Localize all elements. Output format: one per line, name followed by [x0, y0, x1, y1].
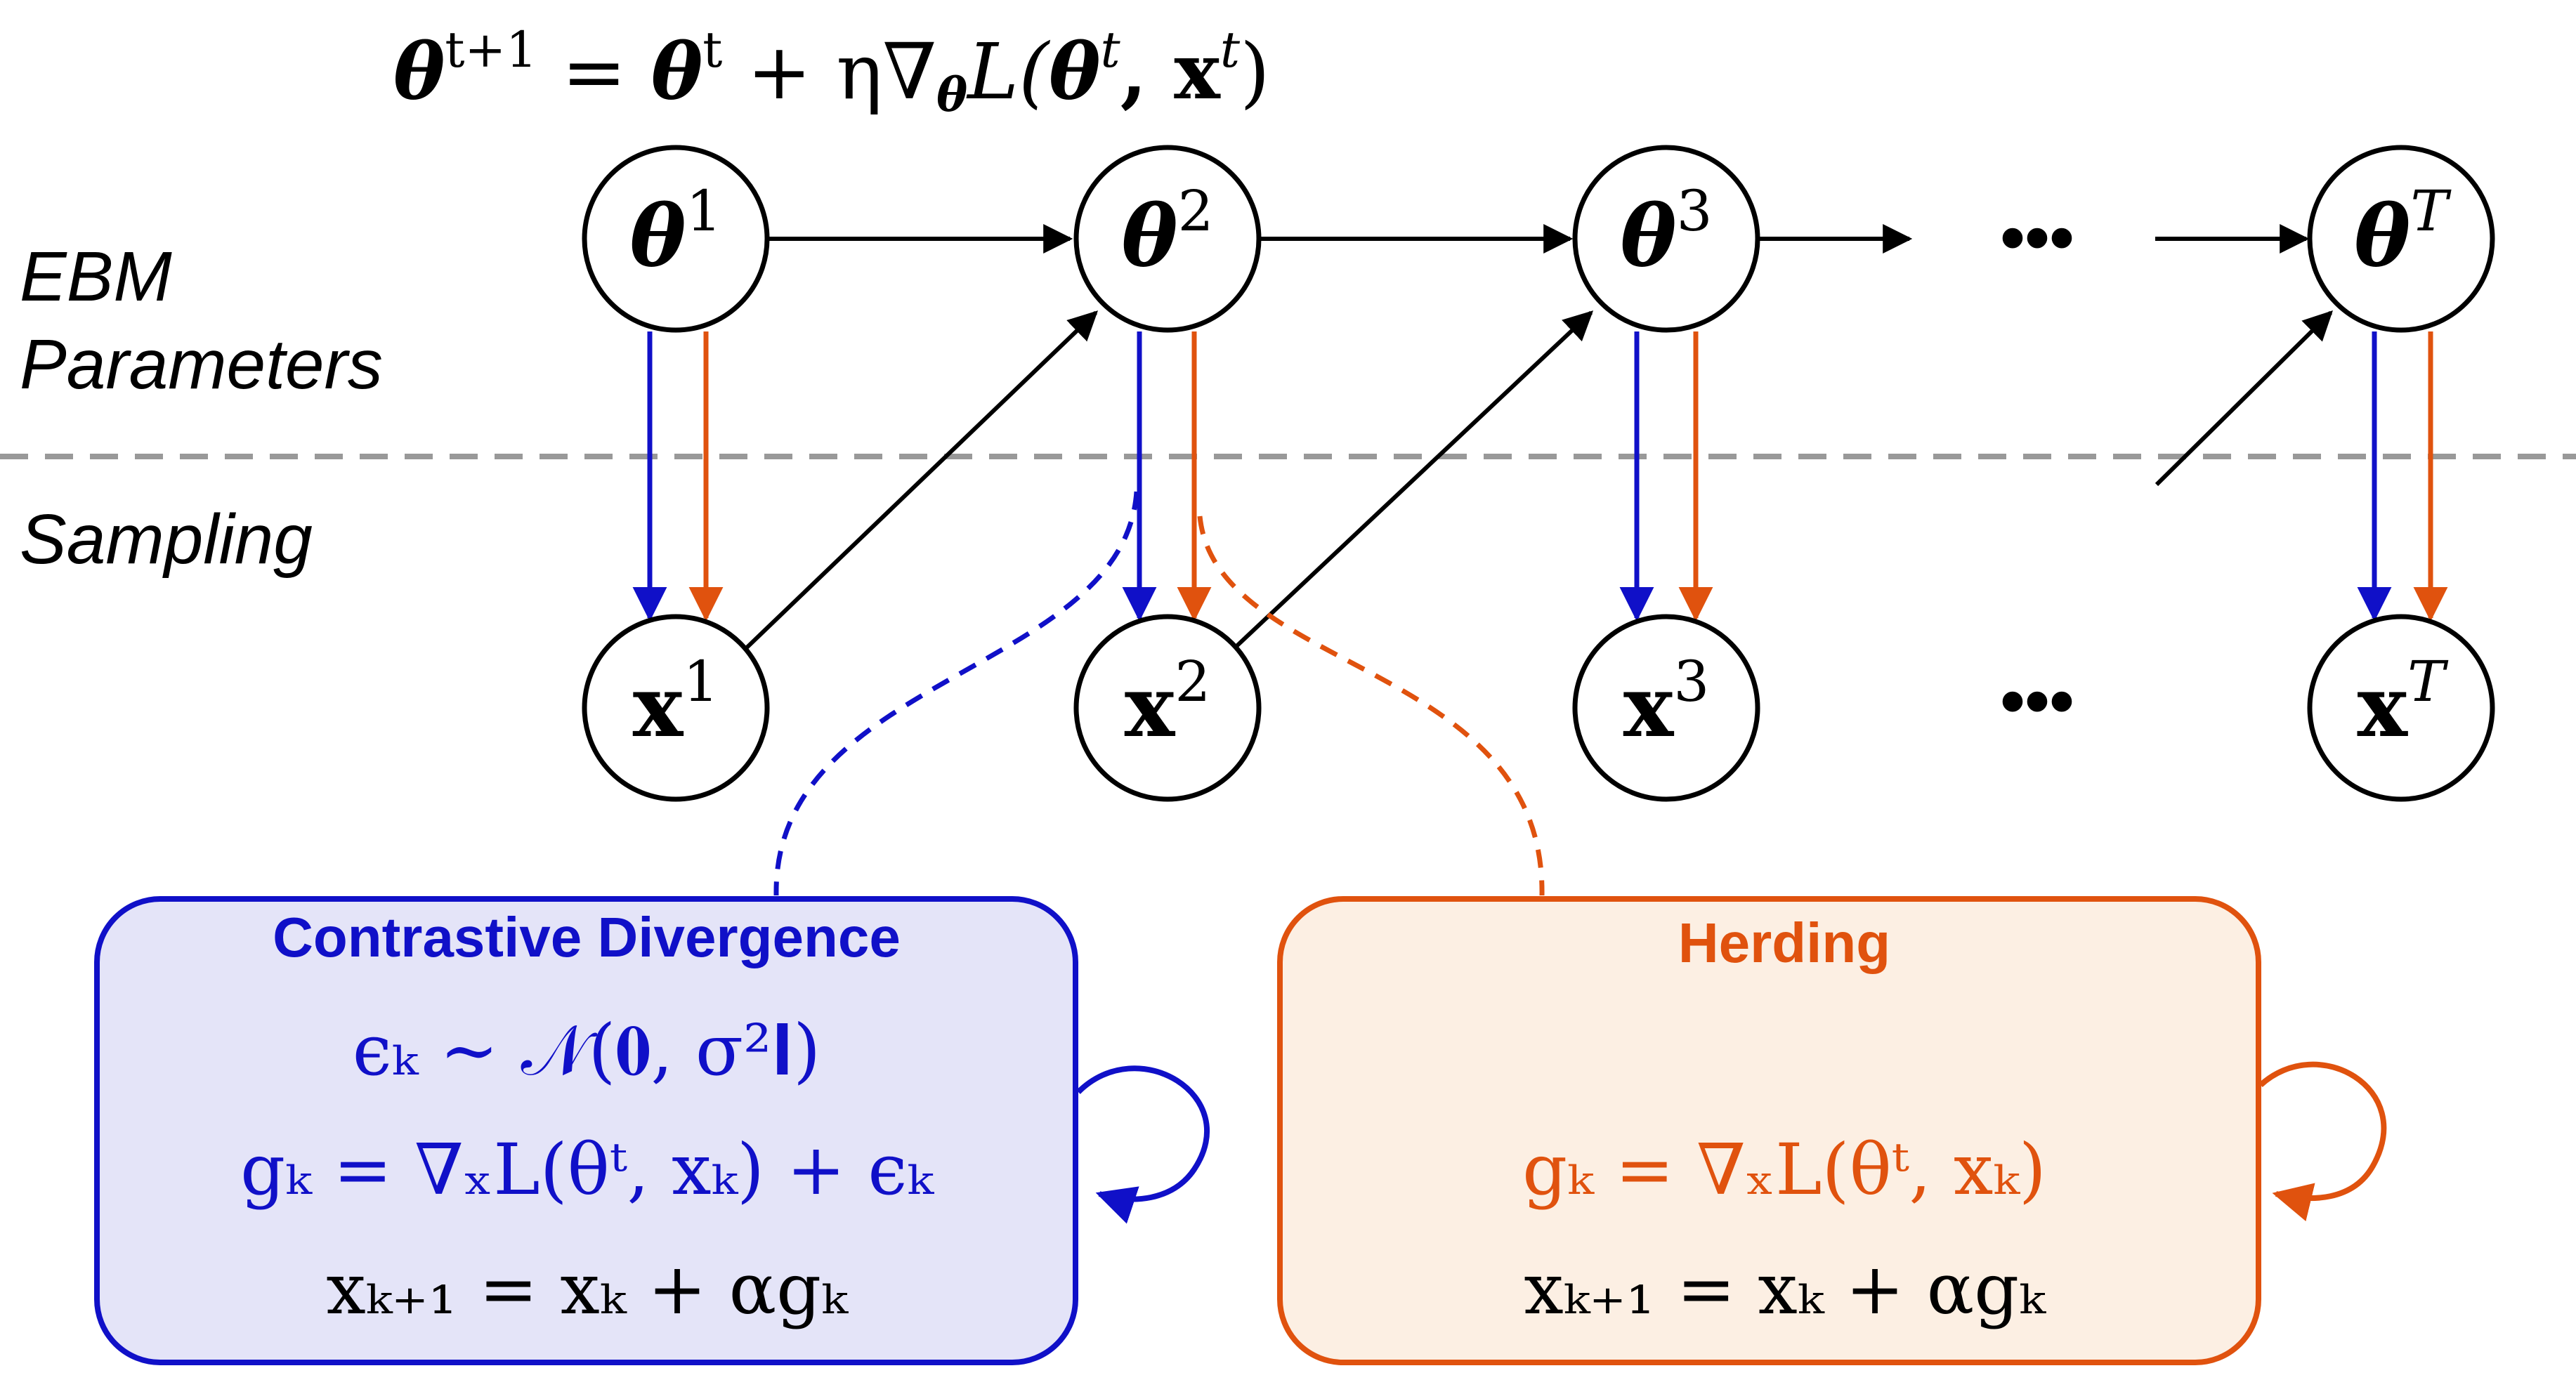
contrastive-divergence-box: Contrastive Divergence ϵₖ ∼ 𝒩(𝟎, σ²𝐈) gₖ… [94, 896, 1210, 1365]
cd-loop-arrow [1076, 1065, 1210, 1224]
cd-noise-equation: ϵₖ ∼ 𝒩(𝟎, σ²𝐈) [353, 1009, 821, 1091]
svg-text:θ1: θ1 [630, 178, 722, 286]
sampling-label: Sampling [20, 500, 313, 579]
x-node-T: xT [2307, 614, 2495, 802]
svg-text:x1: x1 [633, 649, 719, 756]
update-equation: θt+1 = θt + η∇θL(θt, xt) [393, 21, 1270, 122]
cd-update-equation: xₖ₊₁ = xₖ + αgₖ [326, 1248, 849, 1330]
x-node-1: x1 [582, 614, 770, 802]
x-node-2: x2 [1073, 614, 1262, 802]
cd-title: Contrastive Divergence [273, 906, 901, 968]
ebm-parameters-label: EBM Parameters [20, 237, 383, 404]
svg-text:x3: x3 [1623, 649, 1709, 756]
herding-title: Herding [1678, 912, 1890, 974]
cd-connector [773, 491, 1139, 896]
svg-text:xT: xT [2358, 649, 2450, 756]
ebm-label-line2: Parameters [20, 325, 383, 404]
theta-node-T: θT [2307, 145, 2495, 333]
ellipsis-top: ••• [2000, 198, 2074, 277]
arrow-x2-theta3 [1231, 310, 1594, 652]
svg-text:x2: x2 [1125, 649, 1210, 756]
x-node-3: x3 [1572, 614, 1760, 802]
ebm-label-line1: EBM [20, 237, 172, 316]
svg-text:θ2: θ2 [1122, 178, 1214, 286]
svg-text:θ3: θ3 [1621, 178, 1713, 286]
theta-node-2: θ2 [1073, 145, 1262, 333]
herding-connector [1197, 515, 1545, 896]
theta-node-3: θ3 [1572, 145, 1760, 333]
herding-update-equation: xₖ₊₁ = xₖ + αgₖ [1524, 1248, 2046, 1330]
arrow-ellipsis-thetaT-diag [2155, 310, 2333, 487]
theta-node-1: θ1 [582, 145, 770, 333]
svg-text:θT: θT [2354, 178, 2452, 286]
herding-box: Herding gₖ = ∇ₓL(θᵗ, xₖ) xₖ₊₁ = xₖ + αgₖ [1277, 896, 2387, 1365]
ellipsis-bottom: ••• [2000, 662, 2074, 740]
herding-loop-arrow [2258, 1061, 2387, 1221]
herding-gradient-equation: gₖ = ∇ₓL(θᵗ, xₖ) [1522, 1129, 2046, 1211]
arrow-x1-theta2 [743, 310, 1099, 652]
cd-gradient-equation: gₖ = ∇ₓL(θᵗ, xₖ) + ϵₖ [240, 1129, 934, 1211]
